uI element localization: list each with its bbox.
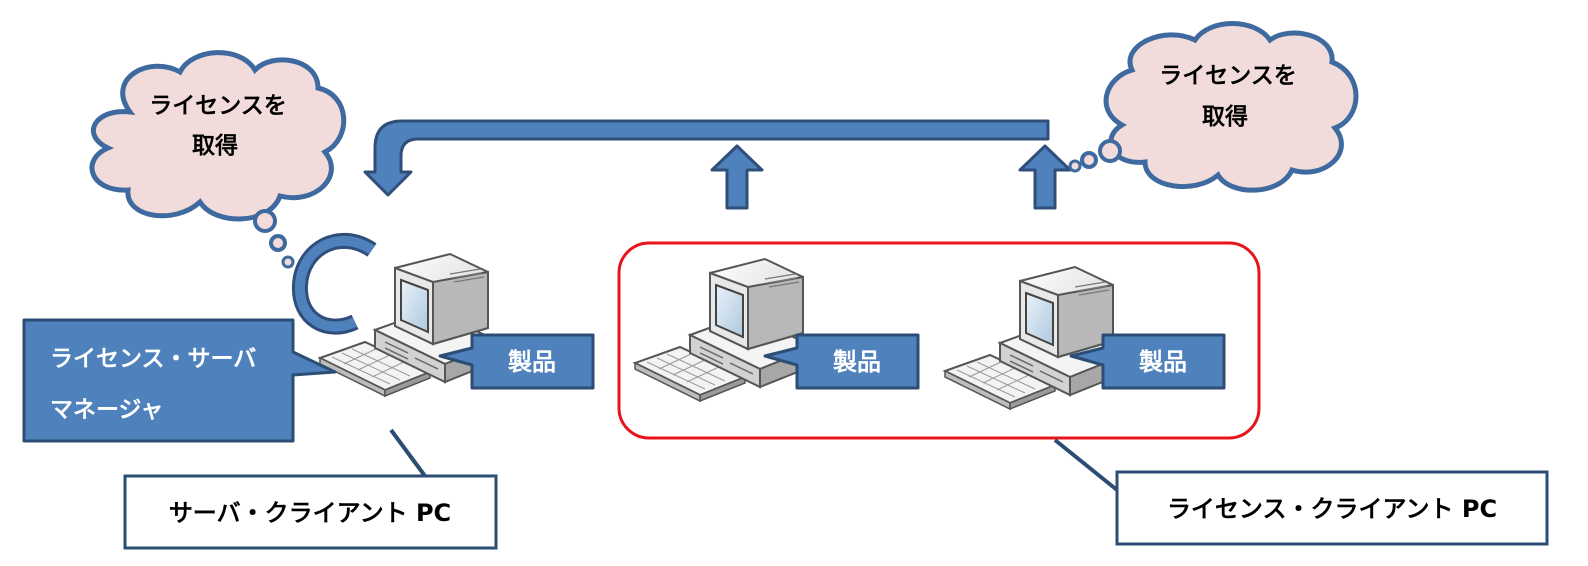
product-callout-server: 製品 bbox=[438, 333, 595, 390]
license-client-connector bbox=[1053, 438, 1119, 492]
product-label-server: 製品 bbox=[508, 348, 556, 376]
thought-cloud-right: ライセンスを 取得 bbox=[1068, 21, 1359, 193]
license-manager-line2: マネージャ bbox=[50, 397, 163, 423]
thought-right-line2: 取得 bbox=[1202, 103, 1248, 130]
product-callout-client-1: 製品 bbox=[763, 333, 920, 390]
thought-right-line1: ライセンスを bbox=[1159, 63, 1297, 89]
thought-cloud-left: ライセンスを 取得 bbox=[89, 50, 347, 269]
product-label-client-2: 製品 bbox=[1139, 348, 1187, 376]
license-client-pc-label: ライセンス・クライアント PC bbox=[1167, 495, 1497, 523]
thought-left-line2: 取得 bbox=[192, 132, 238, 159]
up-arrow-2 bbox=[1018, 144, 1072, 210]
thought-left-line1: ライセンスを bbox=[149, 93, 287, 119]
product-label-client-1: 製品 bbox=[833, 348, 881, 376]
server-client-pc-label: サーバ・クライアント PC bbox=[169, 499, 451, 527]
license-manager-line1: ライセンス・サーバ bbox=[50, 346, 256, 372]
product-callout-client-2: 製品 bbox=[1069, 333, 1226, 390]
license-client-group bbox=[617, 241, 1261, 440]
license-manager-callout: ライセンス・サーバ マネージャ bbox=[22, 318, 337, 443]
license-client-pc-label-box: ライセンス・クライアント PC bbox=[1115, 470, 1549, 546]
return-arrow bbox=[363, 119, 1050, 197]
up-arrow-1 bbox=[710, 144, 764, 210]
client-computer-icon-1 bbox=[634, 258, 816, 402]
server-client-connector bbox=[389, 428, 427, 478]
client-computer-icon-2 bbox=[944, 266, 1126, 410]
server-client-pc-label-box: サーバ・クライアント PC bbox=[123, 474, 498, 550]
